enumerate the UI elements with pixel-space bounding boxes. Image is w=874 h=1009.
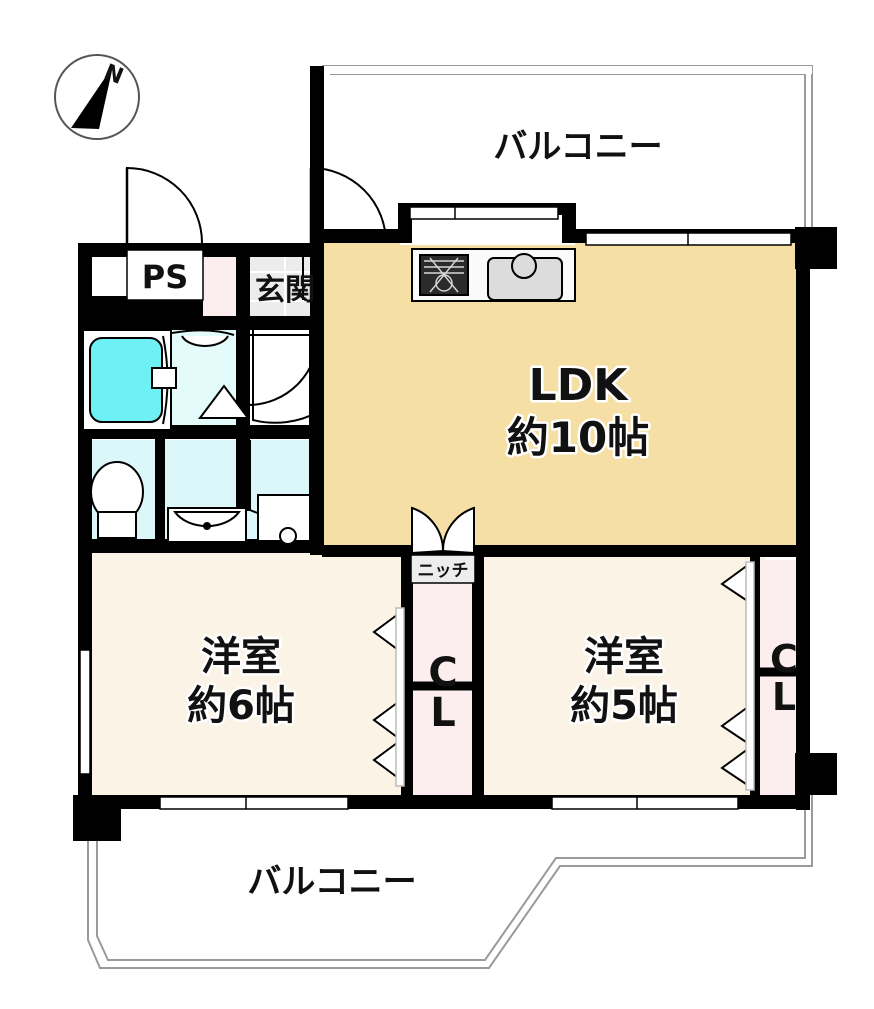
pillar-se [795, 753, 837, 795]
washing-machine-space-icon [257, 494, 311, 545]
bathtub-icon [82, 329, 177, 431]
balcony-south-label: バルコニー [247, 862, 416, 902]
room-5jo-label: 洋室 [584, 634, 664, 680]
pillar-ne [795, 227, 837, 269]
pillar-sw [73, 795, 121, 841]
door-bath [247, 334, 320, 406]
door-ps [126, 166, 203, 244]
openings [79, 206, 792, 810]
entrance-label: 玄関 [255, 273, 315, 308]
room-6jo-floor [83, 553, 401, 803]
vanity-icon [171, 329, 250, 419]
niche-label: ニッチ [418, 561, 469, 581]
window-kitchen [409, 206, 559, 220]
balcony-north-label: バルコニー [493, 127, 662, 167]
pipe-space-box: PS [126, 249, 204, 301]
toilet-icon [90, 461, 144, 539]
room-5jo-area-label: 約5帖 [570, 683, 678, 729]
structural-pillars [73, 227, 837, 841]
closet-center-label-c: C [428, 650, 457, 696]
niche-double-doors [411, 506, 475, 555]
balcony-north-outline [322, 65, 813, 243]
kitchen-sink-icon [487, 253, 563, 301]
door-entrance [310, 166, 387, 244]
sliding-door-room5-south [551, 796, 739, 810]
north-arrow: N [54, 54, 140, 140]
room-6jo-area-label: 約6帖 [187, 683, 295, 729]
balcony-south-outline [87, 795, 813, 969]
folding-door-right-closet[interactable] [720, 560, 755, 791]
kitchen-counter [411, 248, 576, 302]
entrance-frame [250, 254, 304, 300]
ldk-label: LDK [529, 360, 630, 411]
niche-box: ニッチ [410, 554, 476, 584]
closet-right-label-c: C [770, 637, 798, 681]
room-5jo-floor [483, 553, 765, 803]
folding-door-center-closet[interactable] [372, 607, 405, 787]
closet-right-label-l: L [772, 675, 796, 719]
closet-rods [412, 667, 800, 691]
closet-center-label-l: L [430, 690, 456, 736]
washbasin-icon [167, 507, 247, 543]
compass-needle [71, 66, 113, 129]
window-room6-west [79, 649, 91, 775]
sliding-door-room6-south [159, 796, 349, 810]
door-hallway [252, 330, 319, 424]
pipe-space-label: PS [142, 258, 189, 296]
shoe-closet-floor [203, 250, 236, 322]
gas-stove-icon [419, 254, 469, 296]
room-6jo-label: 洋室 [201, 634, 281, 680]
ldk-area-label: 約10帖 [507, 413, 649, 462]
